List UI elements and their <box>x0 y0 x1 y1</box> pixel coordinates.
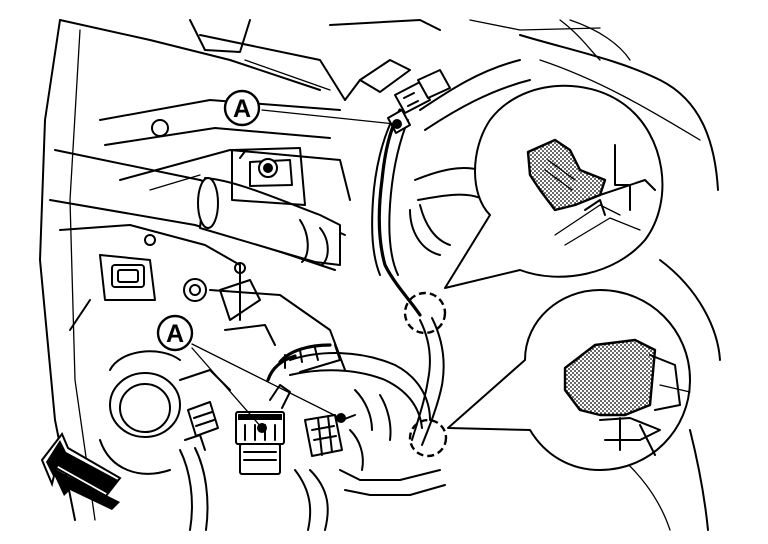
harness-clip-icon <box>526 138 607 212</box>
callout-a-upper-label: A <box>233 95 251 123</box>
detail-bubble-lower <box>447 289 691 471</box>
left-clip-connector <box>184 401 219 451</box>
round-housing <box>99 350 231 475</box>
lower-connector-right <box>304 413 356 457</box>
leader-lines <box>191 109 396 429</box>
callout-a-lower: A <box>156 314 194 352</box>
wire-harness <box>179 59 531 531</box>
callout-a-upper: A <box>223 89 261 127</box>
front-direction-arrow-icon <box>40 432 122 510</box>
harness-clip-icon <box>563 338 657 417</box>
upper-bracket <box>231 147 306 206</box>
clip-location-upper <box>403 291 447 335</box>
upper-connector <box>344 59 451 134</box>
callout-a-lower-label: A <box>166 320 184 348</box>
clip-location-lower <box>408 418 448 458</box>
air-duct <box>49 149 346 271</box>
lower-connector-left <box>235 384 291 475</box>
detail-bubble-upper <box>444 84 664 289</box>
